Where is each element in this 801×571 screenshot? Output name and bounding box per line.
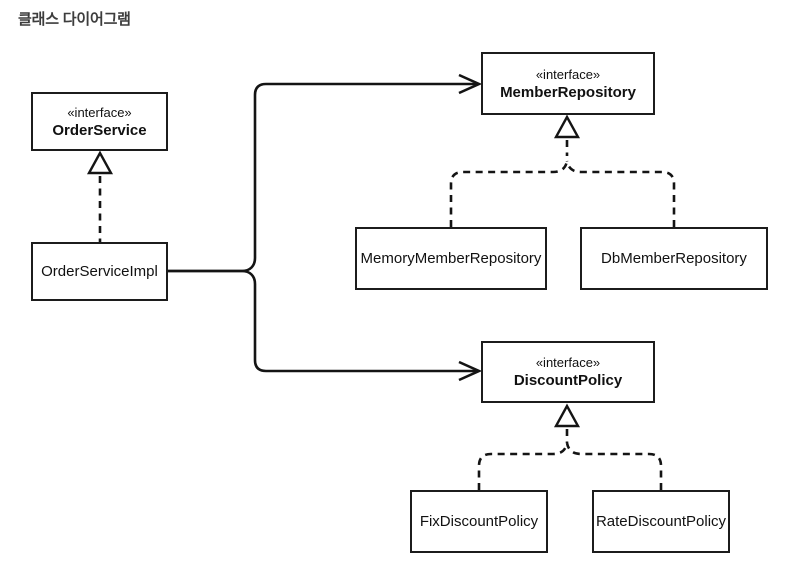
class-name: RateDiscountPolicy <box>595 513 727 530</box>
open-arrowhead-discount-policy-icon <box>458 360 483 382</box>
class-name: DiscountPolicy <box>513 372 623 389</box>
class-name: DbMemberRepository <box>601 250 747 267</box>
open-arrowhead-member-repository-icon <box>458 73 483 95</box>
class-box-discount-policy: «interface» DiscountPolicy <box>481 341 655 403</box>
stereotype-label: «interface» <box>535 66 601 82</box>
class-box-rate-discount-policy: RateDiscountPolicy <box>592 490 730 553</box>
diagram-title: 클래스 다이어그램 <box>18 11 131 28</box>
realization-line-memory-member-repository <box>449 160 569 227</box>
hollow-triangle-member-repository-icon <box>553 114 581 139</box>
class-box-member-repository: «interface» MemberRepository <box>481 52 655 115</box>
class-name: MemberRepository <box>500 83 636 101</box>
realization-line-rate-discount-policy <box>565 442 663 490</box>
hollow-triangle-discount-policy-icon <box>553 403 581 428</box>
realization-line-fix-discount-policy <box>477 442 569 490</box>
class-box-order-service: «interface» OrderService <box>31 92 168 151</box>
dependency-line-discount-policy <box>168 269 477 373</box>
dependency-line-member-repository <box>168 82 477 273</box>
class-box-order-service-impl: OrderServiceImpl <box>31 242 168 301</box>
class-name: OrderServiceImpl <box>41 263 158 280</box>
class-box-fix-discount-policy: FixDiscountPolicy <box>410 490 548 553</box>
stereotype-label: «interface» <box>535 355 601 370</box>
class-name: FixDiscountPolicy <box>419 513 539 530</box>
hollow-triangle-order-service-icon <box>86 150 114 175</box>
class-name: OrderService <box>52 121 147 139</box>
class-box-memory-member-repository: MemoryMemberRepository <box>355 227 547 290</box>
realization-line-db-member-repository <box>565 160 676 227</box>
stereotype-label: «interface» <box>67 104 132 120</box>
class-name: MemoryMemberRepository <box>360 250 542 267</box>
class-box-db-member-repository: DbMemberRepository <box>580 227 768 290</box>
